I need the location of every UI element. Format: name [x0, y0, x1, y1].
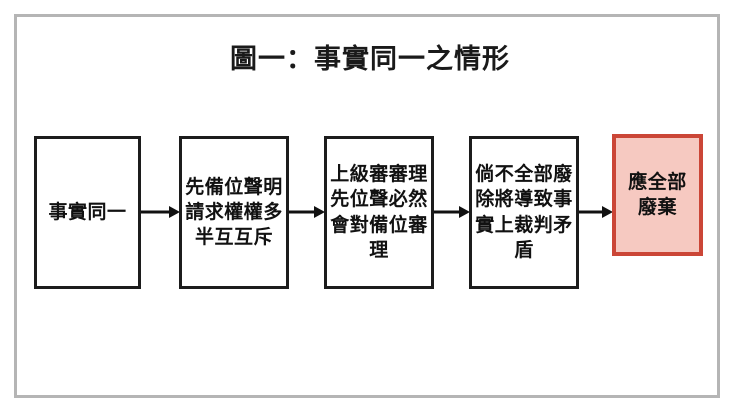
- flow-node-label: 倘不全部廢除將導致事實上裁判矛盾: [475, 163, 573, 261]
- flow-node-label: 事實同一: [48, 200, 127, 223]
- page-title: 圖一：事實同一之情形: [230, 44, 510, 75]
- flow-node-conclusion-vacate-all[interactable]: 應全部廢棄: [612, 134, 703, 256]
- flow-node-claim-exclusive[interactable]: 先備位聲明請求權權多半互互斥: [179, 136, 289, 289]
- flow-node-contradiction-risk[interactable]: 倘不全部廢除將導致事實上裁判矛盾: [469, 136, 579, 289]
- flow-arrow-3: [434, 206, 470, 218]
- flow-node-label: 上級審審理先位聲必然會對備位審理: [330, 163, 428, 261]
- flow-arrow-2: [289, 206, 325, 218]
- flow-node-label: 應全部廢棄: [628, 170, 687, 218]
- flow-arrow-1: [141, 206, 180, 218]
- flow-node-fact-identity[interactable]: 事實同一: [34, 136, 141, 289]
- flow-node-appellate-review[interactable]: 上級審審理先位聲必然會對備位審理: [324, 136, 434, 289]
- flow-node-label: 先備位聲明請求權權多半互互斥: [185, 175, 283, 249]
- flow-arrow-4: [579, 206, 613, 218]
